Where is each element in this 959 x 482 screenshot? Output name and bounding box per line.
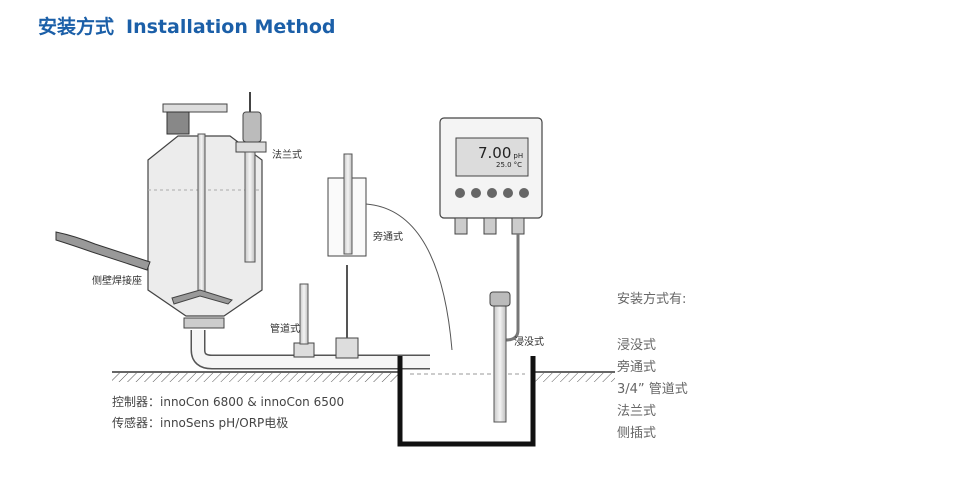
method-item: 侧插式	[617, 426, 657, 441]
controller-device	[439, 117, 543, 342]
controller-temp: 25.0°C	[496, 161, 522, 169]
title-en: Installation Method	[126, 16, 336, 38]
controller-info: 控制器：innoCon 6800 & innoCon 6500	[112, 395, 345, 409]
flange-sensor	[235, 92, 267, 263]
label-side-weld: 侧壁焊接座	[92, 276, 142, 287]
reading-unit: pH	[513, 152, 524, 160]
methods-header: 安装方式有:	[617, 292, 687, 307]
temp-unit: °C	[513, 161, 522, 169]
label-pipeline: 管道式	[270, 324, 300, 335]
method-item: 浸没式	[617, 338, 657, 353]
immersion-tank	[397, 291, 536, 447]
label-immersion: 浸没式	[514, 337, 544, 348]
label-bypass: 旁通式	[373, 232, 403, 243]
reading-value: 7.00	[478, 144, 512, 162]
side-weld-sensor	[55, 231, 151, 271]
pipe-system	[190, 265, 430, 370]
method-item: 旁通式	[617, 360, 657, 375]
title-zh: 安装方式	[38, 16, 115, 38]
page-title: 安装方式 Installation Method	[38, 12, 336, 39]
bypass-sensor	[327, 153, 453, 351]
temp-value: 25.0	[496, 161, 512, 169]
installation-methods: 安装方式有: 浸没式 旁通式 3/4” 管道式 法兰式 侧插式	[617, 288, 688, 445]
sensor-info: 传感器：innoSens pH/ORP电极	[112, 416, 289, 430]
method-item: 3/4” 管道式	[617, 382, 688, 397]
method-item: 法兰式	[617, 404, 657, 419]
reaction-tank	[147, 103, 263, 329]
label-flange: 法兰式	[272, 150, 302, 161]
ground	[112, 371, 615, 382]
pipeline-sensor	[299, 283, 309, 345]
